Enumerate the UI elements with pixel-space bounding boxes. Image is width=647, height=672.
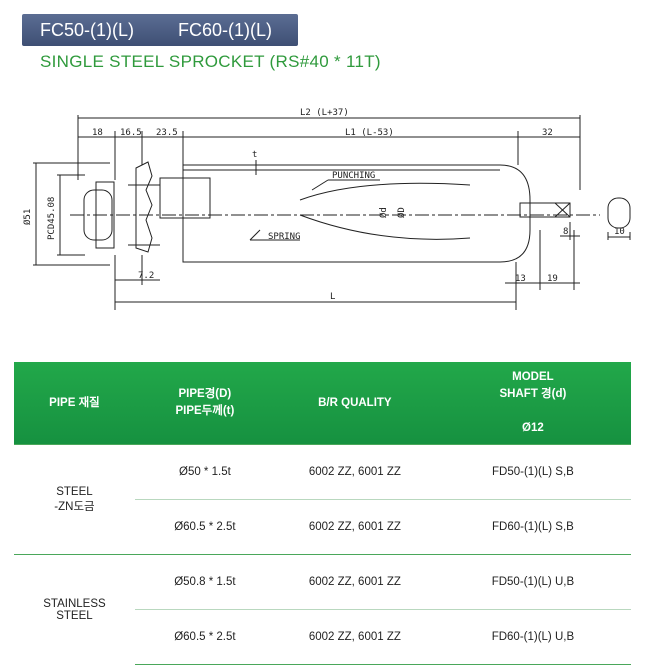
spec-table: PIPE 재질 PIPE경(D) PIPE두께(t) B/R QUALITY M… [14, 362, 631, 665]
pipe-cell: Ø50.8 * 1.5t [134, 554, 275, 610]
header-pipe-material: PIPE 재질 [14, 362, 135, 445]
dim-7-2: 7.2 [138, 271, 154, 281]
table-row: Ø60.5 * 2.5t 6002 ZZ, 6001 ZZ FD60-(1)(L… [14, 609, 631, 665]
dim-23-5: 23.5 [156, 128, 178, 138]
pipe-cell: Ø60.5 * 2.5t [134, 609, 275, 665]
dim-l2: L2 (L+37) [300, 108, 349, 118]
model-cell: FD50-(1)(L) S,B [434, 444, 631, 500]
header-model: MODEL SHAFT 경(d) Ø12 [434, 362, 631, 445]
quality-cell: 6002 ZZ, 6001 ZZ [274, 499, 435, 555]
table-header-row: PIPE 재질 PIPE경(D) PIPE두께(t) B/R QUALITY M… [14, 362, 631, 445]
pipe-cell: Ø60.5 * 2.5t [134, 499, 275, 555]
table-row: STAINLESS STEEL Ø50.8 * 1.5t 6002 ZZ, 60… [14, 554, 631, 665]
dim-l1: L1 (L-53) [345, 128, 394, 138]
dim-pipe-D: ØD [396, 207, 407, 218]
table-row: STEEL -ZN도금 Ø50 * 1.5t 6002 ZZ, 6001 ZZ … [14, 444, 631, 555]
dim-t: t [252, 150, 257, 160]
dim-18: 18 [92, 128, 103, 138]
dim-19: 19 [547, 274, 558, 284]
subtitle: SINGLE STEEL SPROCKET (RS#40 * 11T) [40, 52, 381, 71]
dim-32: 32 [542, 128, 553, 138]
header-quality: B/R QUALITY [274, 362, 435, 445]
title-bar: FC50-(1)(L) FC60-(1)(L) [22, 14, 298, 46]
dim-l: L [330, 292, 335, 302]
quality-cell: 6002 ZZ, 6001 ZZ [274, 444, 435, 500]
pipe-cell: Ø50 * 1.5t [134, 444, 275, 500]
table-row: Ø60.5 * 2.5t 6002 ZZ, 6001 ZZ FD60-(1)(L… [14, 499, 631, 555]
model-cell: FD50-(1)(L) U,B [434, 554, 631, 610]
dim-pcd: PCD45.08 [47, 197, 57, 240]
quality-cell: 6002 ZZ, 6001 ZZ [274, 554, 435, 610]
dim-8: 8 [563, 227, 568, 237]
model-cell: FD60-(1)(L) U,B [434, 609, 631, 665]
material-cell: STEEL -ZN도금 [14, 444, 135, 555]
header-pipe-size: PIPE경(D) PIPE두께(t) [134, 362, 275, 445]
dim-16-5: 16.5 [120, 128, 142, 138]
dim-diameter-51: Ø51 [22, 209, 33, 225]
dim-13: 13 [515, 274, 526, 284]
label-spring: SPRING [268, 232, 301, 242]
model-title-1: FC50-(1)(L) [40, 19, 135, 40]
dim-10: 10 [614, 227, 625, 237]
technical-drawing: L2 (L+37) L1 (L-53) 18 16.5 23.5 32 t Ø5… [22, 108, 631, 310]
label-punching: PUNCHING [332, 171, 375, 181]
model-title-2: FC60-(1)(L) [178, 19, 273, 40]
model-cell: FD60-(1)(L) S,B [434, 499, 631, 555]
material-cell: STAINLESS STEEL [14, 554, 135, 665]
quality-cell: 6002 ZZ, 6001 ZZ [274, 609, 435, 665]
dim-shaft-d: Ød [378, 207, 389, 218]
